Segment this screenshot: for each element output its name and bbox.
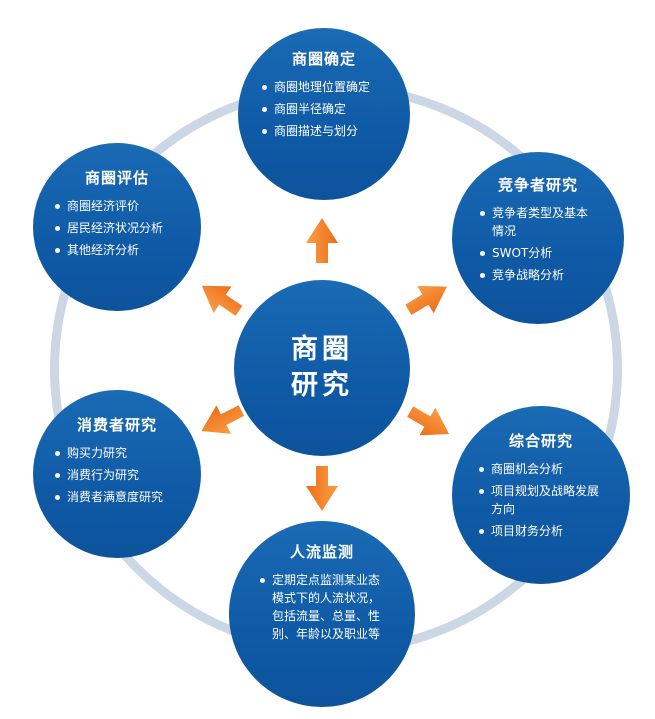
bullet-item: 商圈地理位置确定 — [262, 78, 386, 96]
center-circle-trade-area-research: 商圈 研究 — [234, 280, 410, 456]
node-bullets: 竞争者类型及基本情况 SWOT分析 竞争战略分析 — [480, 204, 596, 288]
node-bullets: 定期定点监测某业态模式下的人流状况，包括流量、总量、性别、年龄以及职业等 — [260, 571, 384, 647]
node-title: 商圈确定 — [291, 50, 356, 68]
node-bullets: 商圈地理位置确定 商圈半径确定 商圈描述与划分 — [262, 78, 386, 144]
bullet-item: 居民经济状况分析 — [55, 219, 179, 237]
arrow-down-left-icon — [201, 405, 245, 434]
bullet-item: 消费行为研究 — [55, 466, 179, 484]
bullet-item: 项目规划及战略发展方向 — [479, 482, 603, 518]
bullet-item: 竞争者类型及基本情况 — [480, 204, 596, 240]
node-trade-area-determination: 商圈确定 商圈地理位置确定 商圈半径确定 商圈描述与划分 — [238, 28, 410, 200]
node-comprehensive-research: 综合研究 商圈机会分析 项目规划及战略发展方向 项目财务分析 — [452, 406, 630, 584]
arrow-up-right-icon — [405, 285, 447, 315]
node-consumer-research: 消费者研究 购买力研究 消费行为研究 消费者满意度研究 — [33, 390, 201, 558]
node-title: 综合研究 — [508, 432, 573, 450]
node-bullets: 商圈经济评价 居民经济状况分析 其他经济分析 — [55, 197, 179, 263]
node-trade-area-evaluation: 商圈评估 商圈经济评价 居民经济状况分析 其他经济分析 — [33, 143, 201, 311]
bullet-item: SWOT分析 — [480, 244, 596, 262]
bullet-item: 商圈机会分析 — [479, 460, 603, 478]
arrow-down-icon — [306, 466, 338, 511]
center-title-line2: 研究 — [291, 370, 353, 401]
bullet-item: 商圈半径确定 — [262, 100, 386, 118]
node-title: 人流监测 — [289, 543, 354, 561]
bullet-item: 商圈描述与划分 — [262, 122, 386, 140]
bullet-item: 竞争战略分析 — [480, 266, 596, 284]
node-title: 竞争者研究 — [497, 176, 578, 194]
node-bullets: 商圈机会分析 项目规划及战略发展方向 项目财务分析 — [479, 460, 603, 544]
bullet-item: 其他经济分析 — [55, 241, 179, 259]
center-title-line1: 商圈 — [291, 334, 353, 366]
bullet-item: 定期定点监测某业态模式下的人流状况，包括流量、总量、性别、年龄以及职业等 — [260, 571, 384, 643]
arrow-down-right-icon — [407, 406, 450, 436]
node-competitor-research: 竞争者研究 竞争者类型及基本情况 SWOT分析 竞争战略分析 — [452, 152, 624, 324]
node-bullets: 购买力研究 消费行为研究 消费者满意度研究 — [55, 444, 179, 510]
node-title: 商圈评估 — [84, 169, 149, 187]
arrow-up-icon — [306, 218, 338, 263]
bullet-item: 商圈经济评价 — [55, 197, 179, 215]
arrow-up-left-icon — [201, 285, 243, 316]
node-foot-traffic-monitoring: 人流监测 定期定点监测某业态模式下的人流状况，包括流量、总量、性别、年龄以及职业… — [229, 521, 415, 707]
node-title: 消费者研究 — [76, 416, 157, 434]
bullet-item: 消费者满意度研究 — [55, 488, 179, 506]
bullet-item: 购买力研究 — [55, 444, 179, 462]
bullet-item: 项目财务分析 — [479, 522, 603, 540]
